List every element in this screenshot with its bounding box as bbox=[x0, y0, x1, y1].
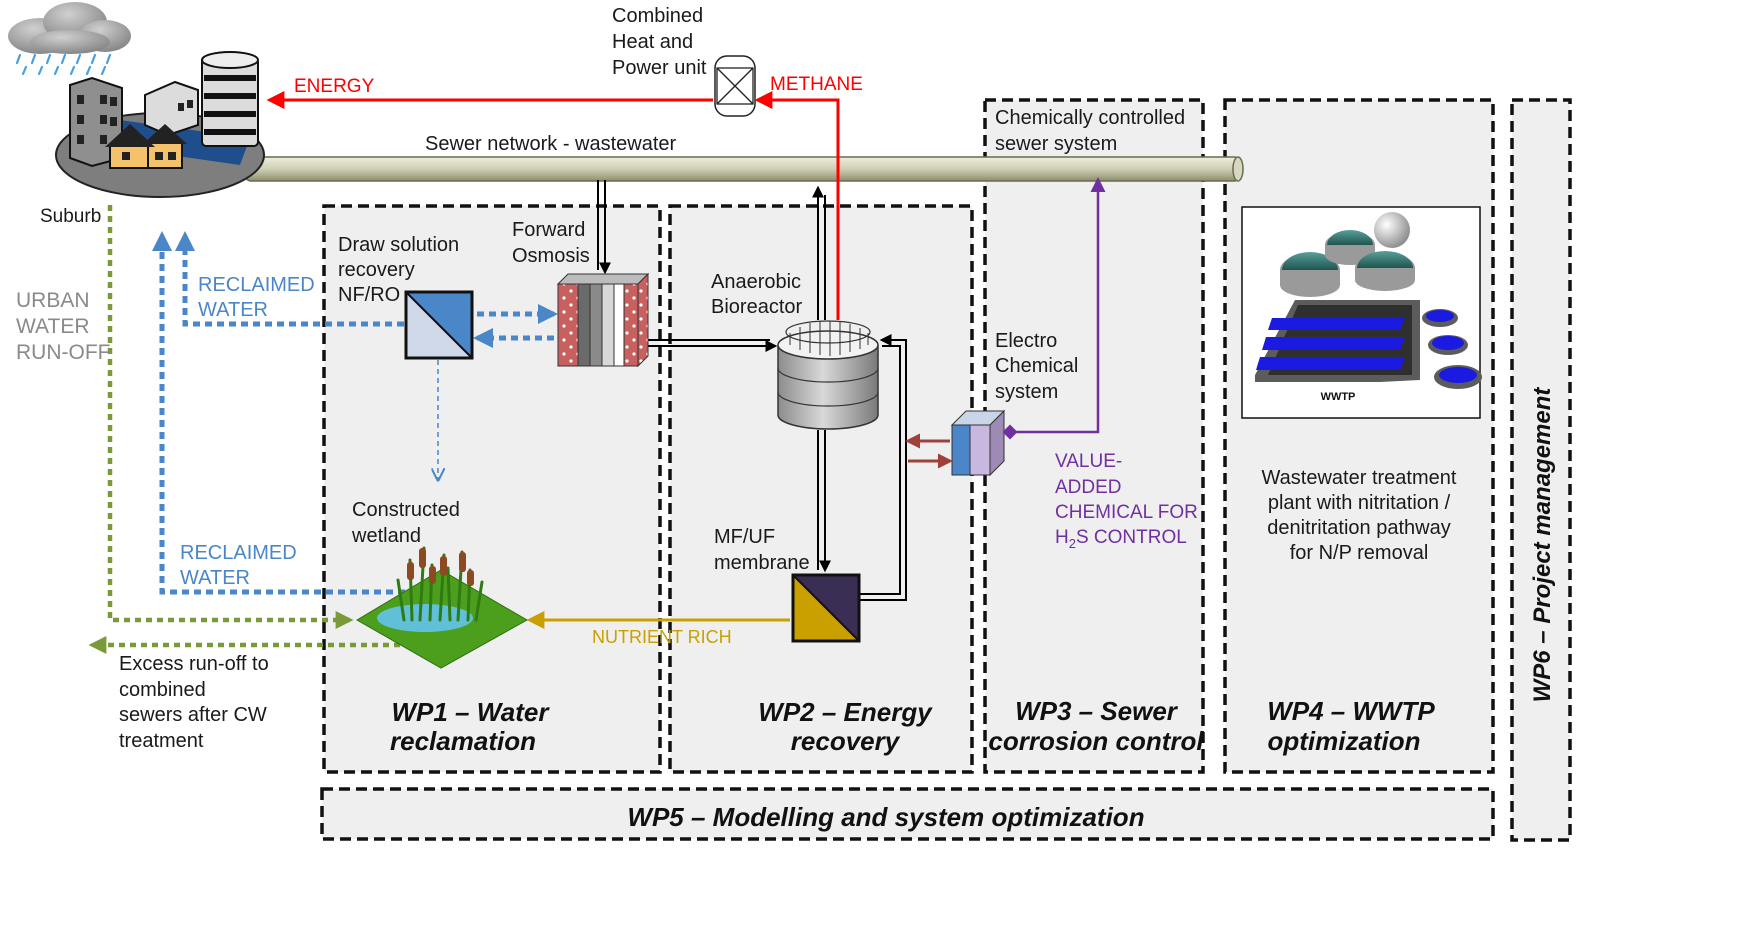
excess-runoff-label-line4: treatment bbox=[119, 730, 204, 752]
reclaimed-bottom-label-line2: WATER bbox=[180, 567, 250, 589]
wp6-box bbox=[1510, 98, 1572, 842]
wp6-title: WP6 – Project management bbox=[1529, 387, 1556, 703]
wwtp-illustration: WWTP bbox=[1241, 206, 1482, 419]
reclaimed-top-label-line2: WATER bbox=[198, 299, 268, 321]
value-added-label-line2: ADDED bbox=[1055, 477, 1122, 498]
h2s-subscript: 2 bbox=[1069, 536, 1076, 551]
electrochemical-unit-icon bbox=[950, 409, 1006, 477]
nutrient-rich-label: NUTRIENT RICH bbox=[592, 627, 732, 647]
draw-solution-label-line2: recovery bbox=[338, 259, 415, 281]
chp-label-line2: Heat and bbox=[612, 31, 693, 53]
nf-ro-unit-icon bbox=[404, 290, 474, 360]
urban-runoff-label-line3: RUN-OFF bbox=[16, 341, 110, 364]
wwtp-icon-label: WWTP bbox=[1321, 391, 1356, 403]
anaerobic-label-line2: Bioreactor bbox=[711, 296, 802, 318]
constructed-wetland-icon bbox=[356, 546, 529, 669]
wp5-title: WP5 – Modelling and system optimization bbox=[627, 802, 1144, 832]
wp4-box bbox=[1223, 98, 1495, 774]
electro-label-line3: system bbox=[995, 381, 1058, 403]
constructed-wetland-label-line1: Constructed bbox=[352, 499, 460, 521]
draw-solution-label-line1: Draw solution bbox=[338, 234, 459, 256]
sewer-pipe bbox=[244, 156, 1244, 182]
reclaimed-water-flows bbox=[152, 231, 558, 595]
urban-runoff-label-line2: WATER bbox=[16, 315, 90, 338]
mf-uf-label-line1: MF/UF bbox=[714, 526, 775, 548]
draw-solution-label-line3: NF/RO bbox=[338, 284, 400, 306]
methane-label: METHANE bbox=[770, 74, 863, 95]
wp3-title-line2: corrosion control bbox=[988, 726, 1204, 756]
city-icon bbox=[55, 51, 265, 198]
mf-uf-label-line2: membrane bbox=[714, 552, 810, 574]
black-flow-arrows bbox=[597, 180, 907, 601]
suburb-label: Suburb bbox=[40, 206, 101, 227]
energy-label: ENERGY bbox=[294, 76, 375, 97]
urban-runoff-flows bbox=[88, 205, 400, 654]
wwtp-desc-line3: denitritation pathway bbox=[1267, 517, 1450, 539]
excess-runoff-label-line1: Excess run-off to bbox=[119, 653, 269, 675]
wwtp-desc-line4: for N/P removal bbox=[1290, 542, 1429, 564]
forward-osmosis-label-line2: Osmosis bbox=[512, 245, 590, 267]
chp-label-line1: Combined bbox=[612, 5, 703, 27]
wp3-box bbox=[983, 98, 1205, 774]
wp5-box bbox=[320, 787, 1495, 841]
rain-cloud-icon bbox=[8, 2, 131, 76]
forward-osmosis-icon bbox=[556, 272, 650, 368]
anaerobic-bioreactor-icon bbox=[777, 320, 879, 430]
mf-uf-membrane-icon bbox=[791, 573, 861, 643]
electrochemical-arrows bbox=[905, 433, 953, 469]
reclaimed-bottom-label-line1: RECLAIMED bbox=[180, 542, 297, 564]
chem-sewer-label-line1: Chemically controlled bbox=[995, 107, 1185, 129]
electro-label-line2: Chemical bbox=[995, 355, 1078, 377]
value-added-label-line1: VALUE- bbox=[1055, 451, 1122, 472]
wp4-title-line2: optimization bbox=[1267, 726, 1420, 756]
wwtp-desc-line2: plant with nitritation / bbox=[1268, 492, 1451, 514]
electro-label-line1: Electro bbox=[995, 330, 1057, 352]
chp-label-line3: Power unit bbox=[612, 57, 707, 79]
wp2-title-line2: recovery bbox=[791, 726, 901, 756]
wp2-box bbox=[668, 204, 974, 774]
h2s-rest: S CONTROL bbox=[1076, 527, 1187, 548]
chp-unit-icon bbox=[714, 55, 756, 117]
methane-arrow bbox=[754, 91, 840, 320]
urban-runoff-label-line1: URBAN bbox=[16, 289, 90, 312]
anaerobic-label-line1: Anaerobic bbox=[711, 271, 801, 293]
chp-label: Combined Heat and Power unit bbox=[612, 5, 707, 79]
wp2-title-line1: WP2 – Energy bbox=[758, 697, 933, 727]
wp1-title-line2: reclamation bbox=[390, 726, 536, 756]
wp3-title-line1: WP3 – Sewer bbox=[1015, 696, 1179, 726]
sewer-network-label: Sewer network - wastewater bbox=[425, 133, 677, 155]
wp1-title-line1: WP1 – Water bbox=[391, 697, 550, 727]
excess-runoff-label-line2: combined bbox=[119, 679, 206, 701]
value-added-label-line4: H2S CONTROL bbox=[1055, 527, 1187, 551]
constructed-wetland-label-line2: wetland bbox=[351, 525, 421, 547]
chem-sewer-label-line2: sewer system bbox=[995, 133, 1117, 155]
excess-runoff-label-line3: sewers after CW bbox=[119, 704, 267, 726]
forward-osmosis-label-line1: Forward bbox=[512, 219, 585, 241]
h2s-h: H bbox=[1055, 527, 1069, 548]
wwtp-desc-line1: Wastewater treatment bbox=[1262, 467, 1457, 489]
wp4-title-line1: WP4 – WWTP bbox=[1267, 696, 1435, 726]
chemical-dosing-arrow bbox=[1002, 177, 1106, 440]
reclaimed-top-label-line1: RECLAIMED bbox=[198, 274, 315, 296]
value-added-label-line3: CHEMICAL FOR bbox=[1055, 502, 1198, 523]
